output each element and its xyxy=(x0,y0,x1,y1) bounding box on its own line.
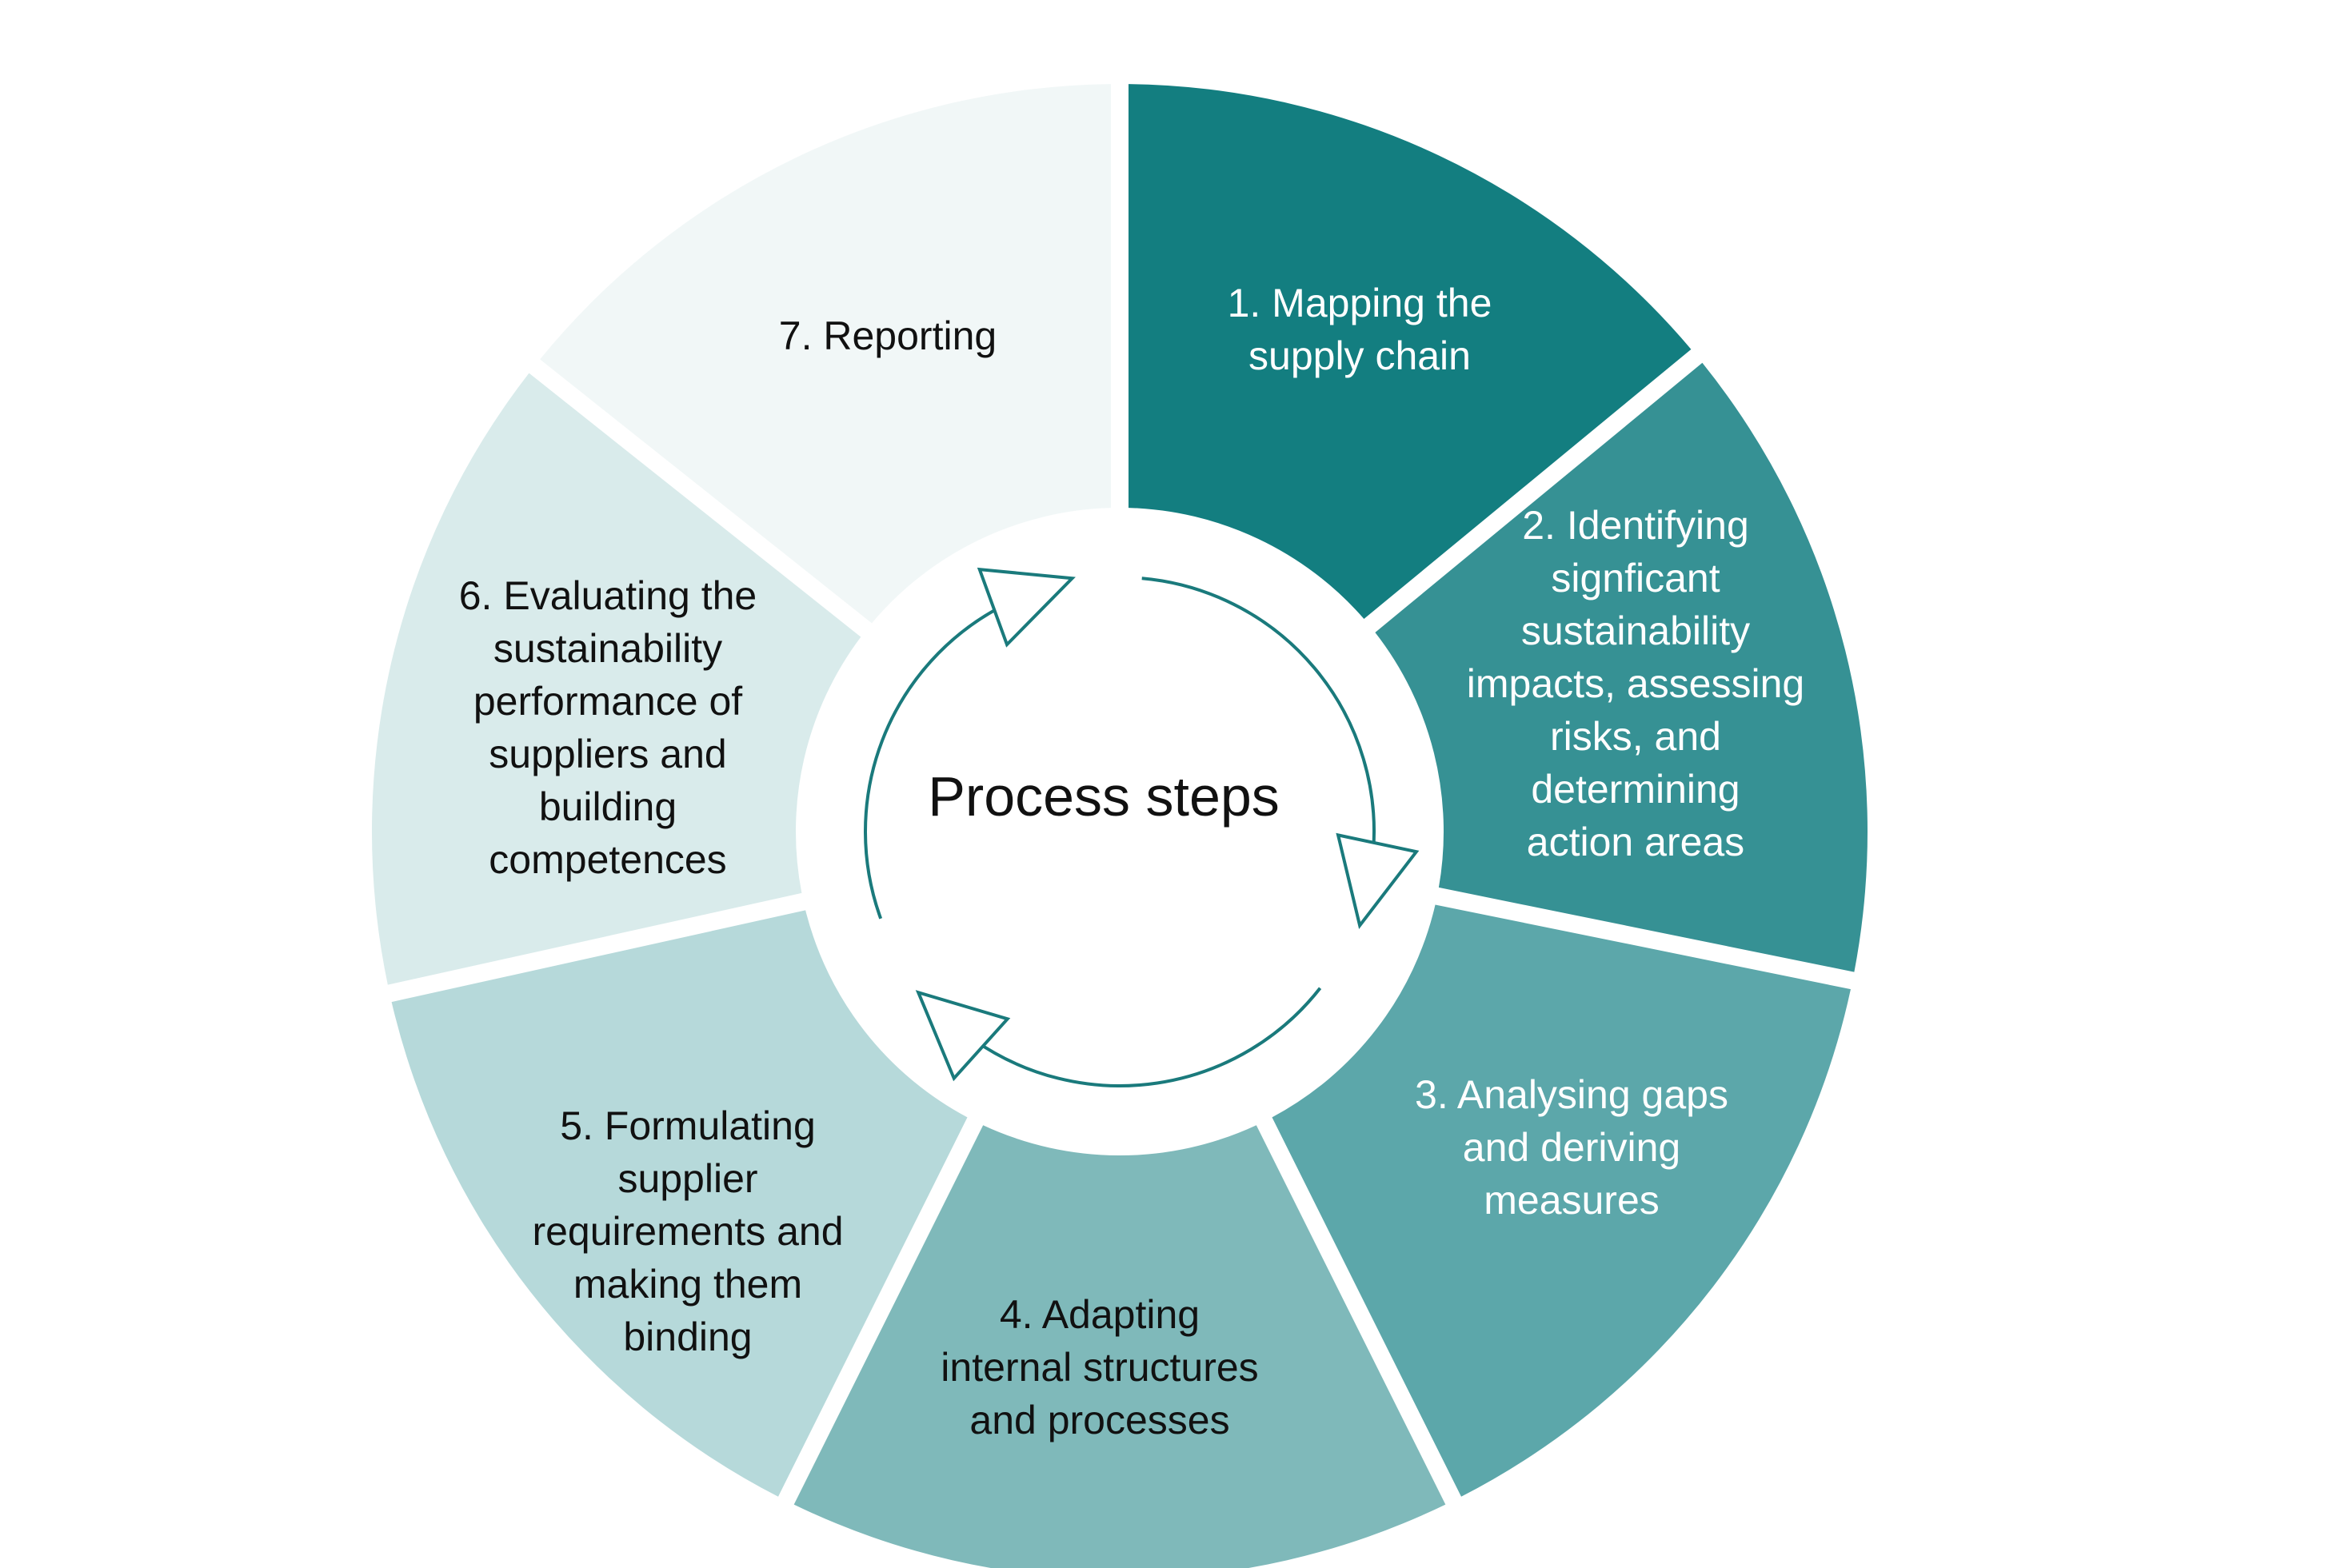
step-segment-7 xyxy=(540,84,1112,624)
cycle-arc-3 xyxy=(864,605,1001,920)
step-label-line: internal structures xyxy=(941,1345,1258,1390)
step-label-line: 3. Analysing gaps xyxy=(1415,1072,1728,1117)
step-label-line: 1. Mapping the xyxy=(1228,281,1492,325)
step-label-line: making them xyxy=(573,1262,802,1307)
step-label-line: sustainability xyxy=(493,626,722,671)
cycle-arrows xyxy=(864,567,1420,1087)
step-label-line: and deriving xyxy=(1463,1125,1680,1170)
cycle-arc-2 xyxy=(973,987,1322,1087)
step-segment-4 xyxy=(793,1125,1446,1568)
step-label-line: impacts, assessing xyxy=(1467,661,1804,706)
step-label-5: 5. Formulating supplier requirements and ma… xyxy=(532,1103,843,1359)
step-label-line: determining xyxy=(1531,767,1740,812)
step-label-line: measures xyxy=(1484,1178,1660,1223)
step-label-line: risks, and xyxy=(1550,714,1721,759)
step-label-line: 4. Adapting xyxy=(1000,1292,1200,1337)
step-label-2: 2. Identifying signficant sustainability im… xyxy=(1467,503,1804,864)
step-label-line: 5. Formulating xyxy=(560,1103,816,1148)
step-label-line: binding xyxy=(623,1315,752,1359)
step-label-line: 7. Reporting xyxy=(779,313,997,358)
step-segment-6 xyxy=(371,373,861,985)
step-label-line: sustainability xyxy=(1521,608,1750,653)
step-label-line: 2. Identifying xyxy=(1522,503,1749,548)
step-label-line: supply chain xyxy=(1248,333,1471,378)
step-label-line: signficant xyxy=(1551,556,1720,600)
step-label-4: 4. Adapting internal structures and proces… xyxy=(941,1292,1258,1442)
labels-group: 1. Mapping the supply chain 2. Identifying… xyxy=(459,281,1804,1442)
step-segment-5 xyxy=(391,910,968,1497)
cycle-arrowhead-icon-2 xyxy=(915,990,1011,1082)
center-label: Process steps xyxy=(928,765,1280,828)
cycle-arrowhead-icon-1 xyxy=(1336,832,1420,930)
cycle-arc-1 xyxy=(1141,577,1376,854)
step-segment-1 xyxy=(1128,84,1692,619)
step-label-line: 6. Evaluating the xyxy=(459,573,757,618)
step-label-6: 6. Evaluating the sustainability performan… xyxy=(459,573,757,882)
step-label-line: supplier xyxy=(617,1156,757,1201)
step-segment-2 xyxy=(1375,362,1868,972)
step-label-7: 7. Reporting xyxy=(779,313,997,358)
step-label-line: suppliers and xyxy=(489,732,726,776)
step-label-line: and processes xyxy=(969,1398,1229,1442)
cycle-arrowhead-icon-3 xyxy=(977,567,1076,648)
segments-group xyxy=(371,84,1868,1568)
step-label-1: 1. Mapping the supply chain xyxy=(1228,281,1492,378)
step-label-line: requirements and xyxy=(532,1209,843,1254)
step-label-line: building xyxy=(539,784,677,829)
step-label-line: competences xyxy=(489,837,726,882)
step-segment-3 xyxy=(1272,904,1851,1497)
step-label-line: action areas xyxy=(1527,820,1744,864)
step-label-3: 3. Analysing gaps and deriving measures xyxy=(1415,1072,1728,1223)
step-label-line: performance of xyxy=(473,679,742,724)
